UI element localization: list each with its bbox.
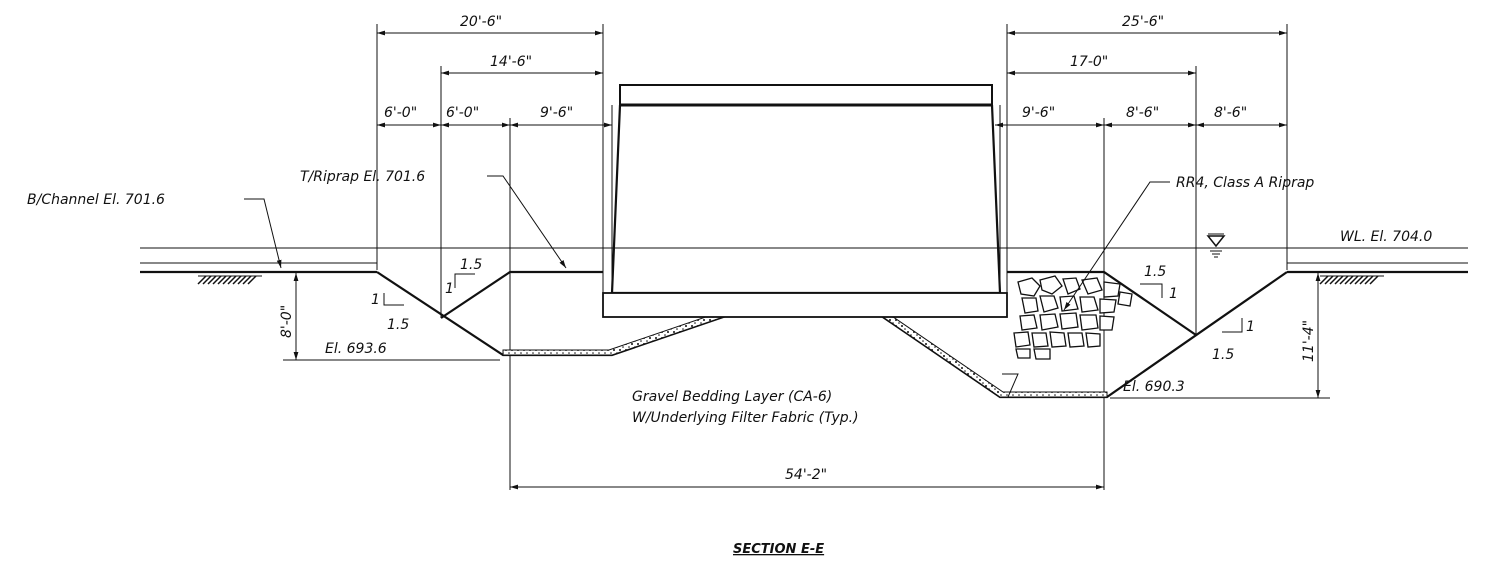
slope-indicator-left-outer — [383, 293, 404, 306]
slope-right-lower-rise: 1 — [1246, 319, 1255, 335]
riprap-rocks — [1013, 275, 1133, 360]
section-title: SECTION E-E — [733, 542, 824, 557]
culvert-structure — [602, 84, 1008, 318]
slope-right-lower-run: 1.5 — [1212, 347, 1234, 363]
label-elev-right: El. 690.3 — [1123, 379, 1185, 395]
dim-right-a: 9'-6" — [1022, 105, 1055, 121]
dim-left-b: 6'-0" — [446, 105, 479, 121]
slope-left-inner-rise: 1 — [445, 281, 454, 297]
slope-right-upper-rise: 1 — [1169, 286, 1178, 302]
dim-right-c: 8'-6" — [1214, 105, 1247, 121]
slope-indicator-right-lower — [1222, 318, 1243, 333]
dim-right-overall: 25'-6" — [1122, 14, 1164, 30]
ground-surface — [140, 262, 1468, 274]
dim-right-b: 8'-6" — [1126, 105, 1159, 121]
slope-left-outer-rise: 1 — [371, 292, 380, 308]
label-water-level: WL. El. 704.0 — [1340, 229, 1432, 245]
slope-left-inner-run: 1.5 — [460, 257, 482, 273]
riprap-top-line — [440, 270, 603, 319]
label-channel-bottom: B/Channel El. 701.6 — [27, 192, 165, 208]
dim-left-mid: 14'-6" — [490, 54, 532, 70]
label-riprap-class: RR4, Class A Riprap — [1176, 175, 1314, 191]
dim-left-depth: 8'-0" — [279, 305, 295, 338]
leader-lines — [244, 175, 1170, 398]
slope-indicator-right-upper — [1140, 283, 1163, 298]
label-gravel-line2: W/Underlying Filter Fabric (Typ.) — [632, 410, 859, 426]
dim-left-c: 9'-6" — [540, 105, 573, 121]
dim-right-mid: 17-0" — [1070, 54, 1108, 70]
label-elev-left: El. 693.6 — [325, 341, 387, 357]
label-gravel-line1: Gravel Bedding Layer (CA-6) — [632, 389, 832, 405]
dim-bottom: 54'-2" — [785, 467, 827, 483]
label-riprap-top: T/Riprap El. 701.6 — [300, 169, 425, 185]
dim-left-a: 6'-0" — [384, 105, 417, 121]
ground-hatch-left — [197, 275, 262, 285]
dim-left-overall: 20'-6" — [460, 14, 502, 30]
slope-indicator-left-inner — [454, 273, 475, 288]
water-level-symbol — [1206, 233, 1226, 258]
ground-hatch-right — [1319, 275, 1384, 285]
slope-left-outer-run: 1.5 — [387, 317, 409, 333]
dimension-lines — [283, 30, 1330, 490]
riprap-top-line-right — [1007, 270, 1197, 336]
slope-right-upper-run: 1.5 — [1144, 264, 1166, 280]
dim-right-depth: 11'-4" — [1301, 320, 1317, 362]
